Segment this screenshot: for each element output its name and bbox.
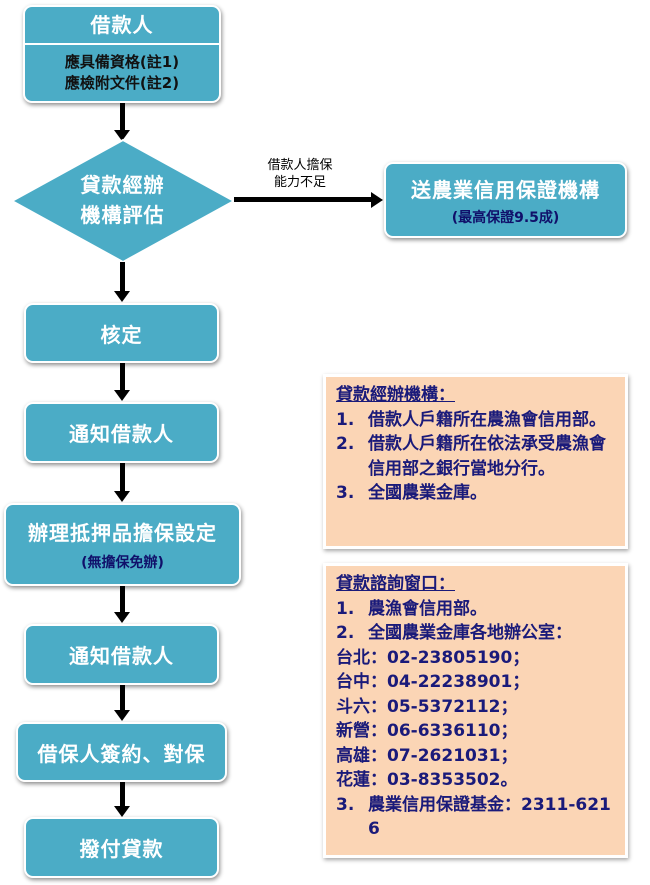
- divider: [25, 43, 219, 45]
- step-collateral-label: 辦理抵押品擔保設定: [28, 521, 217, 545]
- item-text: 農漁會信用部。: [368, 598, 487, 619]
- list-item: 1. 農漁會信用部。: [336, 597, 615, 622]
- step-approve: 核定: [24, 303, 219, 363]
- arrow-line: [120, 103, 125, 131]
- borrower-box: 借款人 應具備資格(註1) 應檢附文件(註2): [23, 5, 221, 103]
- evaluation-line2: 機構評估: [80, 203, 165, 227]
- list-item: 2. 借款人戶籍所在依法承受農漁會信用部之銀行當地分行。: [336, 432, 615, 481]
- item-text: 借款人戶籍所在依法承受農漁會信用部之銀行當地分行。: [368, 434, 606, 479]
- list-item: 1. 借款人戶籍所在農漁會信用部。: [336, 408, 615, 433]
- item-number: 2.: [336, 434, 355, 454]
- arrow-head: [114, 612, 130, 623]
- office-douliu: 斗六：05-5372112；: [336, 696, 518, 717]
- arrow-line: [120, 463, 125, 492]
- contacts-title: 貸款諮詢窗口：: [336, 574, 455, 594]
- institutions-title: 貸款經辦機構：: [336, 385, 455, 405]
- item-number: 2.: [336, 623, 355, 643]
- arrow-line: [120, 782, 125, 807]
- step-disburse-label: 撥付貸款: [79, 837, 164, 861]
- office-hualien: 花蓮：03-8353502。: [336, 770, 518, 790]
- item-number: 1.: [336, 409, 355, 430]
- step-notify-2-label: 通知借款人: [69, 644, 174, 668]
- arrow-head: [114, 806, 130, 817]
- arrow-line: [120, 685, 125, 711]
- arrow-head: [114, 390, 130, 401]
- step-collateral-note: (無擔保免辦): [81, 555, 164, 571]
- arrow-line: [120, 363, 125, 391]
- step-sign-label: 借保人簽約、對保: [37, 741, 206, 766]
- arrow-head-right: [371, 192, 383, 208]
- item-text: 農業信用保證基金：2311-6216: [368, 794, 611, 840]
- office-taichung: 台中：04-22238901；: [336, 672, 530, 692]
- institutions-note: 貸款經辦機構： 1. 借款人戶籍所在農漁會信用部。 2. 借款人戶籍所在依法承受農漁…: [323, 374, 628, 549]
- evaluation-line1: 貸款經辦: [80, 173, 165, 197]
- list-item: 2. 全國農業金庫各地辦公室：: [336, 621, 615, 646]
- step-notify-1-label: 通知借款人: [69, 422, 174, 446]
- item-text: 借款人戶籍所在農漁會信用部。: [368, 409, 606, 430]
- item-number: 3.: [336, 483, 355, 503]
- arrow-line: [120, 262, 125, 292]
- borrower-documents: 應檢附文件(註2): [64, 74, 180, 92]
- guarantee-title: 送農業信用保證機構: [411, 177, 600, 202]
- office-kaohsiung: 高雄：07-2621031；: [336, 745, 518, 766]
- arrow-line-right: [234, 197, 372, 202]
- step-sign: 借保人簽約、對保: [16, 722, 227, 782]
- item-text: 全國農業金庫各地辦公室：: [368, 623, 572, 643]
- step-notify-borrower-1: 通知借款人: [24, 402, 219, 463]
- guarantee-box: 送農業信用保證機構 (最高保證9.5成): [384, 162, 627, 238]
- office-taipei: 台北：02-23805190；: [336, 647, 530, 668]
- arrow-head: [114, 291, 130, 302]
- guarantee-subtitle: (最高保證9.5成): [451, 209, 560, 226]
- office-xinying: 新營：06-6336110；: [336, 721, 518, 741]
- step-disburse: 撥付貸款: [24, 817, 219, 878]
- branch-label-line2: 能力不足: [273, 175, 326, 190]
- step-notify-borrower-2: 通知借款人: [24, 624, 219, 685]
- list-item: 3. 農業信用保證基金：2311-6216: [336, 793, 615, 842]
- step-collateral: 辦理抵押品擔保設定 (無擔保免辦): [4, 503, 241, 586]
- arrow-head: [114, 710, 130, 721]
- item-number: 3.: [336, 794, 355, 815]
- item-text: 全國農業金庫。: [368, 483, 487, 503]
- evaluation-label: 貸款經辦 機構評估: [40, 170, 205, 230]
- list-item: 3. 全國農業金庫。: [336, 481, 615, 506]
- contacts-note: 貸款諮詢窗口： 1. 農漁會信用部。 2. 全國農業金庫各地辦公室： 台北：02-2…: [323, 563, 628, 858]
- arrow-head: [114, 491, 130, 502]
- borrower-qualification: 應具備資格(註1): [64, 53, 180, 71]
- branch-label-line1: 借款人擔保: [267, 158, 333, 173]
- step-approve-label: 核定: [100, 322, 143, 347]
- branch-label: 借款人擔保 能力不足: [255, 157, 345, 191]
- borrower-title: 借款人: [90, 13, 154, 37]
- item-number: 1.: [336, 598, 355, 619]
- arrow-head: [114, 130, 130, 141]
- arrow-line: [120, 586, 125, 613]
